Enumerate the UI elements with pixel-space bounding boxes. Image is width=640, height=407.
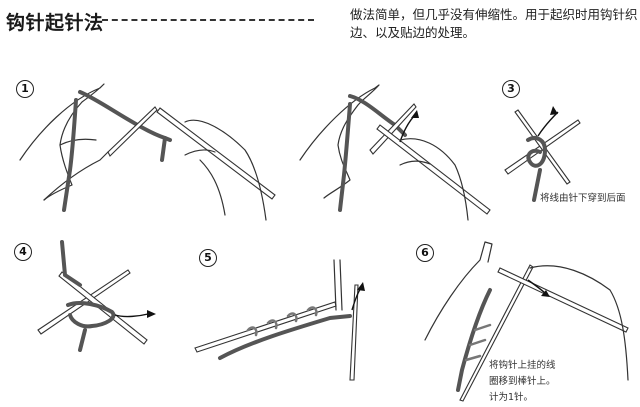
- step-6-number: 6: [416, 244, 434, 262]
- step-6-caption-line-2: 圈移到棒针上。: [489, 376, 556, 387]
- page-title: 钩针起针法: [6, 12, 104, 34]
- step-6-caption-line-1: 将钩针上挂的线: [489, 360, 556, 371]
- step-5-number: 5: [199, 249, 217, 267]
- step-4-illustration: [37, 240, 156, 352]
- step-4-number: 4: [14, 243, 32, 261]
- step-3-number: 3: [502, 80, 520, 98]
- step-1-number: 1: [16, 80, 34, 98]
- title-divider: [102, 19, 314, 21]
- step-6-illustration: [424, 241, 629, 402]
- step-5-illustration: [194, 259, 365, 381]
- step-1-illustration: [19, 83, 276, 221]
- step-6-caption-line-3: 计为1针。: [489, 392, 534, 403]
- method-description: 做法简单，但几乎没有伸缩性。用于起织时用钩针织边、以及贴边的处理。: [350, 7, 638, 40]
- step-2-illustration: [299, 84, 491, 221]
- step-3-caption: 将线由针下穿到后面: [540, 193, 626, 204]
- step-6-caption: 将钩针上挂的线 圈移到棒针上。 计为1针。: [489, 358, 556, 406]
- step-3-illustration: [504, 106, 581, 202]
